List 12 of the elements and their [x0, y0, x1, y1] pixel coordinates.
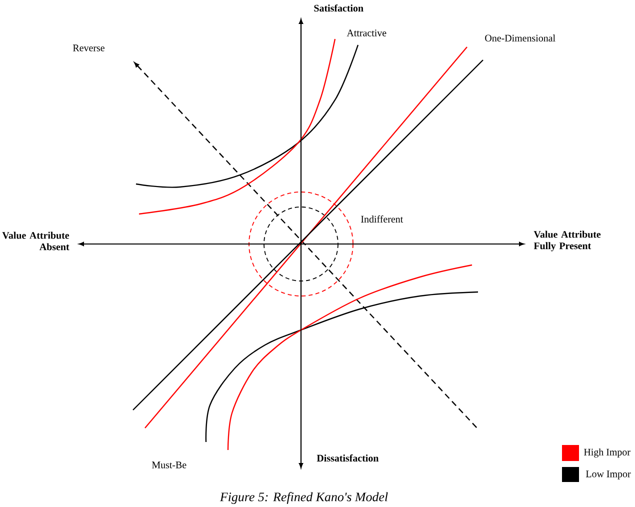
axis-label: Value Attribute Absent: [2, 232, 70, 250]
curve-label: Indifferent: [361, 215, 404, 223]
axis-label: Value Attribute Fully Present: [534, 230, 601, 252]
curve-label: One-Dimensional: [485, 34, 556, 42]
legend-label: Low Impor: [586, 470, 631, 480]
curve-label: Must-Be: [152, 462, 186, 468]
axis-label: Satisfaction: [314, 4, 364, 12]
caption: Figure 5: Refined Kano's Model: [220, 492, 388, 504]
legend-label: High Impor: [584, 448, 630, 458]
curve-label: Reverse: [73, 44, 104, 52]
curve-label: Attractive: [346, 30, 386, 36]
axis-label: Dissatisfaction: [316, 454, 379, 462]
